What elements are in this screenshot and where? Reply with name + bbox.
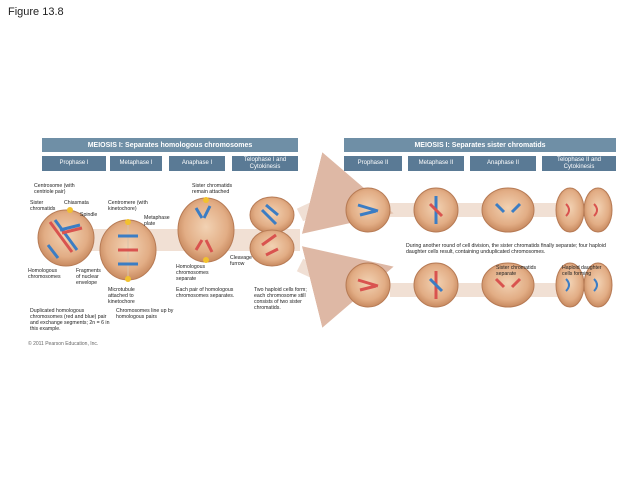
cell-telophase-2-top [555, 187, 613, 233]
cell-anaphase-2-bottom [481, 262, 535, 308]
copyright-text: © 2011 Pearson Education, Inc. [28, 341, 99, 347]
stage-anaphase-1: Anaphase I [169, 156, 225, 171]
label-cleavage-furrow: Cleavage furrow [230, 255, 252, 267]
label-homologous-chromosomes: Homologous chromosomes [28, 268, 61, 280]
stage-anaphase-2: Anaphase II [470, 156, 536, 171]
cell-metaphase-2-bottom [413, 262, 459, 308]
stage-metaphase-1: Metaphase I [110, 156, 162, 171]
label-centromere: Centromere (with kinetochore) [108, 200, 148, 212]
stage-metaphase-2: Metaphase II [408, 156, 464, 171]
figure-title: Figure 13.8 [8, 6, 64, 18]
cell-telophase-1 [249, 196, 295, 267]
cell-prophase-2-top [345, 187, 391, 233]
label-sister-separate: Sister chromatids separate [496, 265, 537, 277]
cell-metaphase-1 [99, 219, 157, 282]
cell-metaphase-2-top [413, 187, 459, 233]
stage-telophase-1: Telophase I and Cytokinesis [232, 156, 298, 171]
label-homologous-separate: Homologous chromosomes separate [176, 264, 209, 282]
stage-prophase-1: Prophase I [42, 156, 106, 171]
label-metaphase-plate: Metaphase plate [144, 215, 170, 227]
label-fragments: Fragments of nuclear envelope [76, 268, 101, 286]
cell-prophase-1 [37, 207, 95, 267]
cell-telophase-2-bottom [555, 262, 613, 308]
stage-telophase-2: Telophase II and Cytokinesis [542, 156, 616, 171]
label-sister-attached: Sister chromatids remain attached [192, 183, 233, 195]
label-each-pair: Each pair of homologous chromosomes sepa… [176, 287, 235, 299]
label-spindle: Spindle [80, 212, 98, 218]
label-microtubule: Microtubule attached to kinetochore [108, 287, 135, 305]
label-haploid-daughter: Haploid daughter cells forming [562, 265, 602, 277]
cell-anaphase-1 [177, 197, 235, 263]
meiosis-2-header: MEIOSIS I: Separates sister chromatids [344, 138, 616, 152]
cell-anaphase-2-top [481, 187, 535, 233]
meiosis-1-header: MEIOSIS I: Separates homologous chromoso… [42, 138, 298, 152]
label-chiasmata: Chiasmata [64, 200, 89, 206]
label-sister-chromatids: Sister chromatids [30, 200, 56, 212]
label-line-up: Chromosomes line up by homologous pairs [116, 308, 174, 320]
label-two-haploid: Two haploid cells form; each chromosome … [254, 287, 307, 311]
label-duplicated: Duplicated homologous chromosomes (red a… [30, 308, 110, 332]
cell-prophase-2-bottom [345, 262, 391, 308]
label-during-another: During another round of cell division, t… [406, 243, 606, 255]
label-centrosome: Centrosome (with centriole pair) [34, 183, 75, 195]
